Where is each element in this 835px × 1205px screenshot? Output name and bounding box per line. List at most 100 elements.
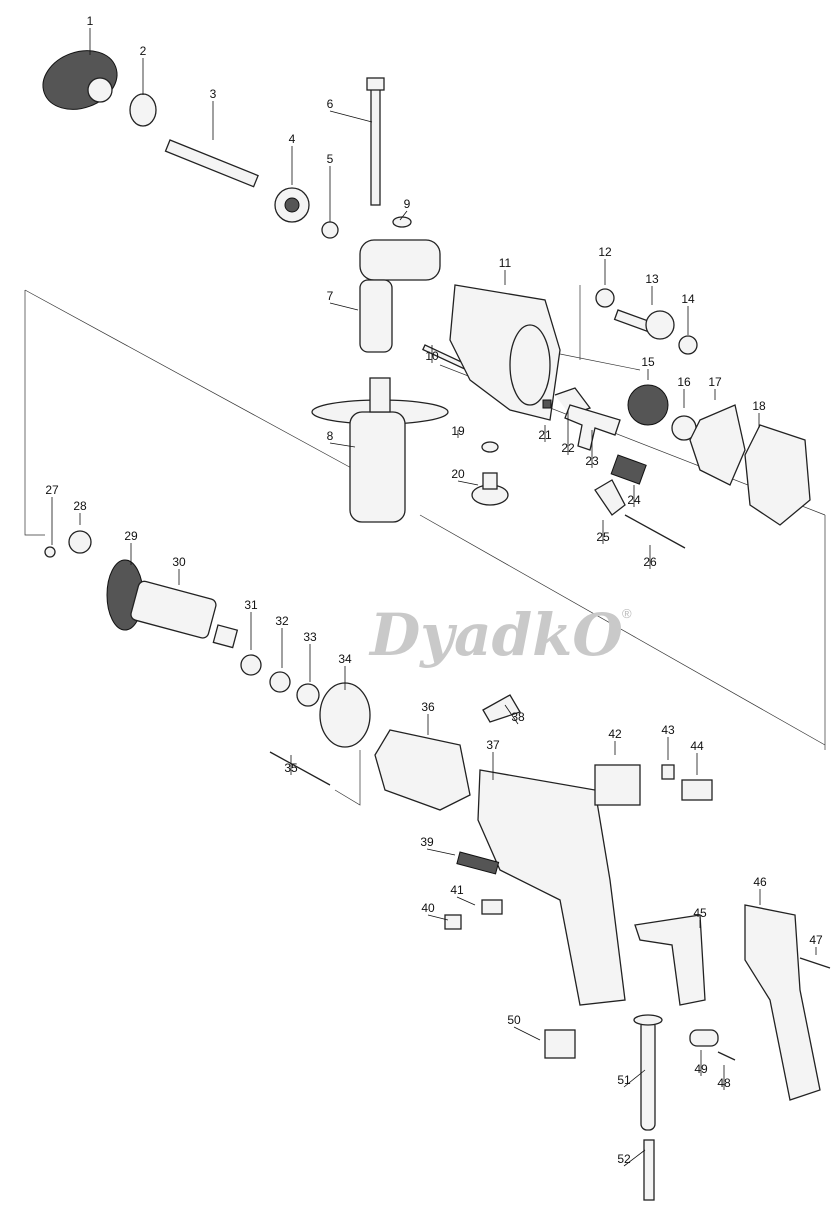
leader-line-38 xyxy=(504,704,519,725)
cord-guard-drawing xyxy=(640,1019,656,1131)
gear-15-drawing xyxy=(627,384,669,426)
part-label-32: 32 xyxy=(275,614,289,628)
rod-drawing xyxy=(624,514,686,549)
housing-opening-drawing xyxy=(509,324,551,406)
part-label-27: 27 xyxy=(45,483,59,497)
spindle-drawing xyxy=(164,139,259,188)
motor-housing-drawing xyxy=(477,769,626,1006)
gear-13-drawing xyxy=(645,310,675,340)
part-label-36: 36 xyxy=(421,700,435,714)
screw-47-drawing xyxy=(799,957,831,969)
part-label-30: 30 xyxy=(172,555,186,569)
part-label-5: 5 xyxy=(327,152,334,166)
part-label-19: 19 xyxy=(451,424,465,438)
part-label-2: 2 xyxy=(140,44,147,58)
part-label-3: 3 xyxy=(210,87,217,101)
part-label-33: 33 xyxy=(303,630,317,644)
leader-line-8 xyxy=(329,442,356,448)
part-label-17: 17 xyxy=(708,375,722,389)
part-label-13: 13 xyxy=(645,272,659,286)
part-label-35: 35 xyxy=(284,761,298,775)
part-label-14: 14 xyxy=(681,292,695,306)
chuck-drawing xyxy=(42,50,118,110)
part-label-26: 26 xyxy=(643,555,657,569)
watermark-logo: DyadkO ® xyxy=(368,601,632,669)
rear-cover-drawing xyxy=(744,904,821,1101)
bearing-14-drawing xyxy=(678,335,698,355)
clip-drawing xyxy=(594,479,626,516)
part-label-15: 15 xyxy=(641,355,655,369)
part-label-40: 40 xyxy=(421,901,435,915)
part-label-11: 11 xyxy=(499,256,512,270)
parts-drawings xyxy=(42,50,831,1201)
bearing-32-drawing xyxy=(269,671,291,693)
part-label-51: 51 xyxy=(617,1073,631,1087)
part-label-43: 43 xyxy=(661,723,675,737)
grip-post-drawing xyxy=(369,377,391,413)
part-label-22: 22 xyxy=(561,441,575,455)
part-label-9: 9 xyxy=(404,197,411,211)
strain-relief-drawing xyxy=(689,1029,719,1047)
part-label-21: 21 xyxy=(538,428,552,442)
leader-line-9 xyxy=(399,210,408,221)
cord-guard-top-drawing xyxy=(633,1014,663,1026)
retaining-ring-drawing xyxy=(321,221,339,239)
leader-line-41 xyxy=(456,896,476,906)
part-label-52: 52 xyxy=(617,1152,631,1166)
leader-line-20 xyxy=(457,480,479,486)
nut-drawing xyxy=(392,216,412,228)
leader-line-50 xyxy=(513,1026,541,1041)
housing-cap-drawing xyxy=(482,694,521,723)
part-label-28: 28 xyxy=(73,499,87,513)
ring-27-drawing xyxy=(44,546,56,558)
nameplate-drawing xyxy=(594,764,641,806)
assembly-guide-lines xyxy=(24,285,826,806)
part-label-49: 49 xyxy=(694,1062,708,1076)
part-label-23: 23 xyxy=(585,454,599,468)
part-label-18: 18 xyxy=(752,399,766,413)
leader-line-6 xyxy=(329,110,373,123)
part-label-10: 10 xyxy=(425,349,439,363)
terminal-drawing xyxy=(681,779,713,801)
leader-line-51 xyxy=(623,1069,646,1088)
gasket-drawing xyxy=(689,404,746,486)
watermark-registered-mark: ® xyxy=(622,606,632,621)
leader-lines xyxy=(51,28,817,1167)
knob-top-drawing xyxy=(482,472,498,490)
part-label-37: 37 xyxy=(486,738,500,752)
part-label-50: 50 xyxy=(507,1013,521,1027)
armature-drawing xyxy=(130,580,217,639)
brush-drawing xyxy=(481,899,503,915)
part-label-20: 20 xyxy=(451,467,465,481)
part-label-46: 46 xyxy=(753,875,767,889)
part-label-42: 42 xyxy=(608,727,622,741)
screw-35-drawing xyxy=(269,751,331,786)
bearing-12-drawing xyxy=(595,288,615,308)
o-ring-drawing xyxy=(481,441,499,453)
bearing-inner-drawing xyxy=(284,197,300,213)
bearing-31-drawing xyxy=(240,654,262,676)
part-label-8: 8 xyxy=(327,429,334,443)
washer-drawing xyxy=(129,93,157,127)
insulator-33-drawing xyxy=(296,683,320,707)
part-label-34: 34 xyxy=(338,652,352,666)
part-label-48: 48 xyxy=(717,1076,731,1090)
bearing-28-drawing xyxy=(68,530,92,554)
bolt-head-drawing xyxy=(366,77,385,91)
pin-drawing xyxy=(542,399,552,409)
part-label-45: 45 xyxy=(693,906,707,920)
part-label-39: 39 xyxy=(420,835,434,849)
chuck-face-drawing xyxy=(87,77,113,103)
label-39-drawing xyxy=(456,851,500,875)
part-label-24: 24 xyxy=(627,493,641,507)
cord-drawing xyxy=(643,1139,655,1201)
part-label-12: 12 xyxy=(598,245,612,259)
leader-line-39 xyxy=(426,848,456,856)
cover-drawing xyxy=(744,424,811,526)
leader-line-40 xyxy=(427,914,449,921)
part-label-31: 31 xyxy=(244,598,258,612)
screw-48-drawing xyxy=(717,1051,736,1061)
field-drawing xyxy=(374,729,471,811)
commutator-drawing xyxy=(212,624,239,649)
